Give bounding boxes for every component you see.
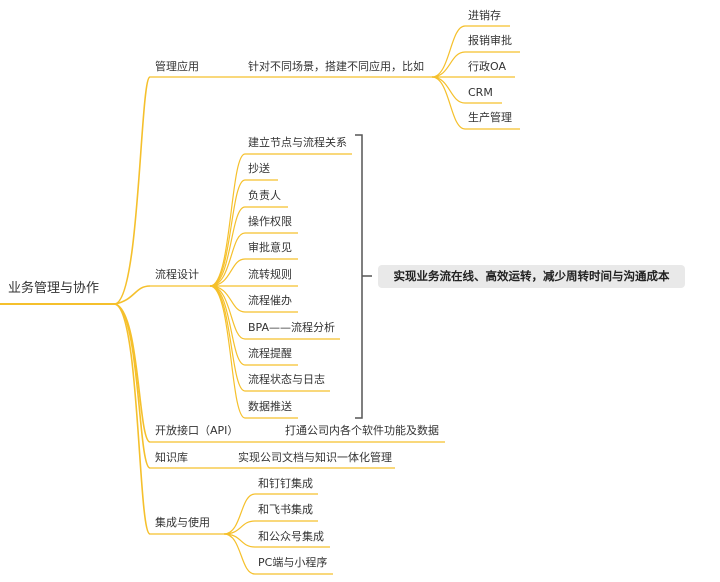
mgmt-child[interactable]: 报销审批 [468,34,512,47]
flow-child[interactable]: 数据推送 [248,400,292,413]
branch-integ[interactable]: 集成与使用 [155,516,210,529]
flow-child[interactable]: 建立节点与流程关系 [248,136,347,149]
root-node[interactable]: 业务管理与协作 [8,281,100,296]
flow-summary[interactable]: 实现业务流在线、高效运转，减少周转时间与沟通成本 [378,265,685,288]
flow-child[interactable]: 审批意见 [248,241,292,254]
flow-child[interactable]: 流程催办 [248,294,292,307]
mgmt-child[interactable]: 生产管理 [468,111,512,124]
branch-mgmt[interactable]: 管理应用 [155,60,199,73]
branch-api[interactable]: 开放接口（API） [155,424,239,437]
integ-child[interactable]: PC端与小程序 [258,556,328,569]
branch-flow[interactable]: 流程设计 [155,268,199,281]
api-desc[interactable]: 打通公司内各个软件功能及数据 [285,424,439,437]
mgmt-child[interactable]: CRM [468,86,493,99]
branch-kb[interactable]: 知识库 [155,451,188,464]
mgmt-child[interactable]: 行政OA [468,60,506,73]
flow-child[interactable]: 负责人 [248,189,281,202]
integ-child[interactable]: 和钉钉集成 [258,477,313,490]
kb-desc[interactable]: 实现公司文档与知识一体化管理 [238,451,392,464]
flow-child[interactable]: 流程提醒 [248,347,292,360]
flow-child[interactable]: 流转规则 [248,268,292,281]
flow-child[interactable]: 抄送 [248,162,270,175]
integ-child[interactable]: 和公众号集成 [258,530,324,543]
mgmt-child[interactable]: 进销存 [468,9,501,22]
flow-child[interactable]: 操作权限 [248,215,292,228]
flow-child[interactable]: BPA——流程分析 [248,321,336,334]
integ-child[interactable]: 和飞书集成 [258,503,313,516]
flow-child[interactable]: 流程状态与日志 [248,373,325,386]
mgmt-desc[interactable]: 针对不同场景，搭建不同应用，比如 [248,60,424,73]
